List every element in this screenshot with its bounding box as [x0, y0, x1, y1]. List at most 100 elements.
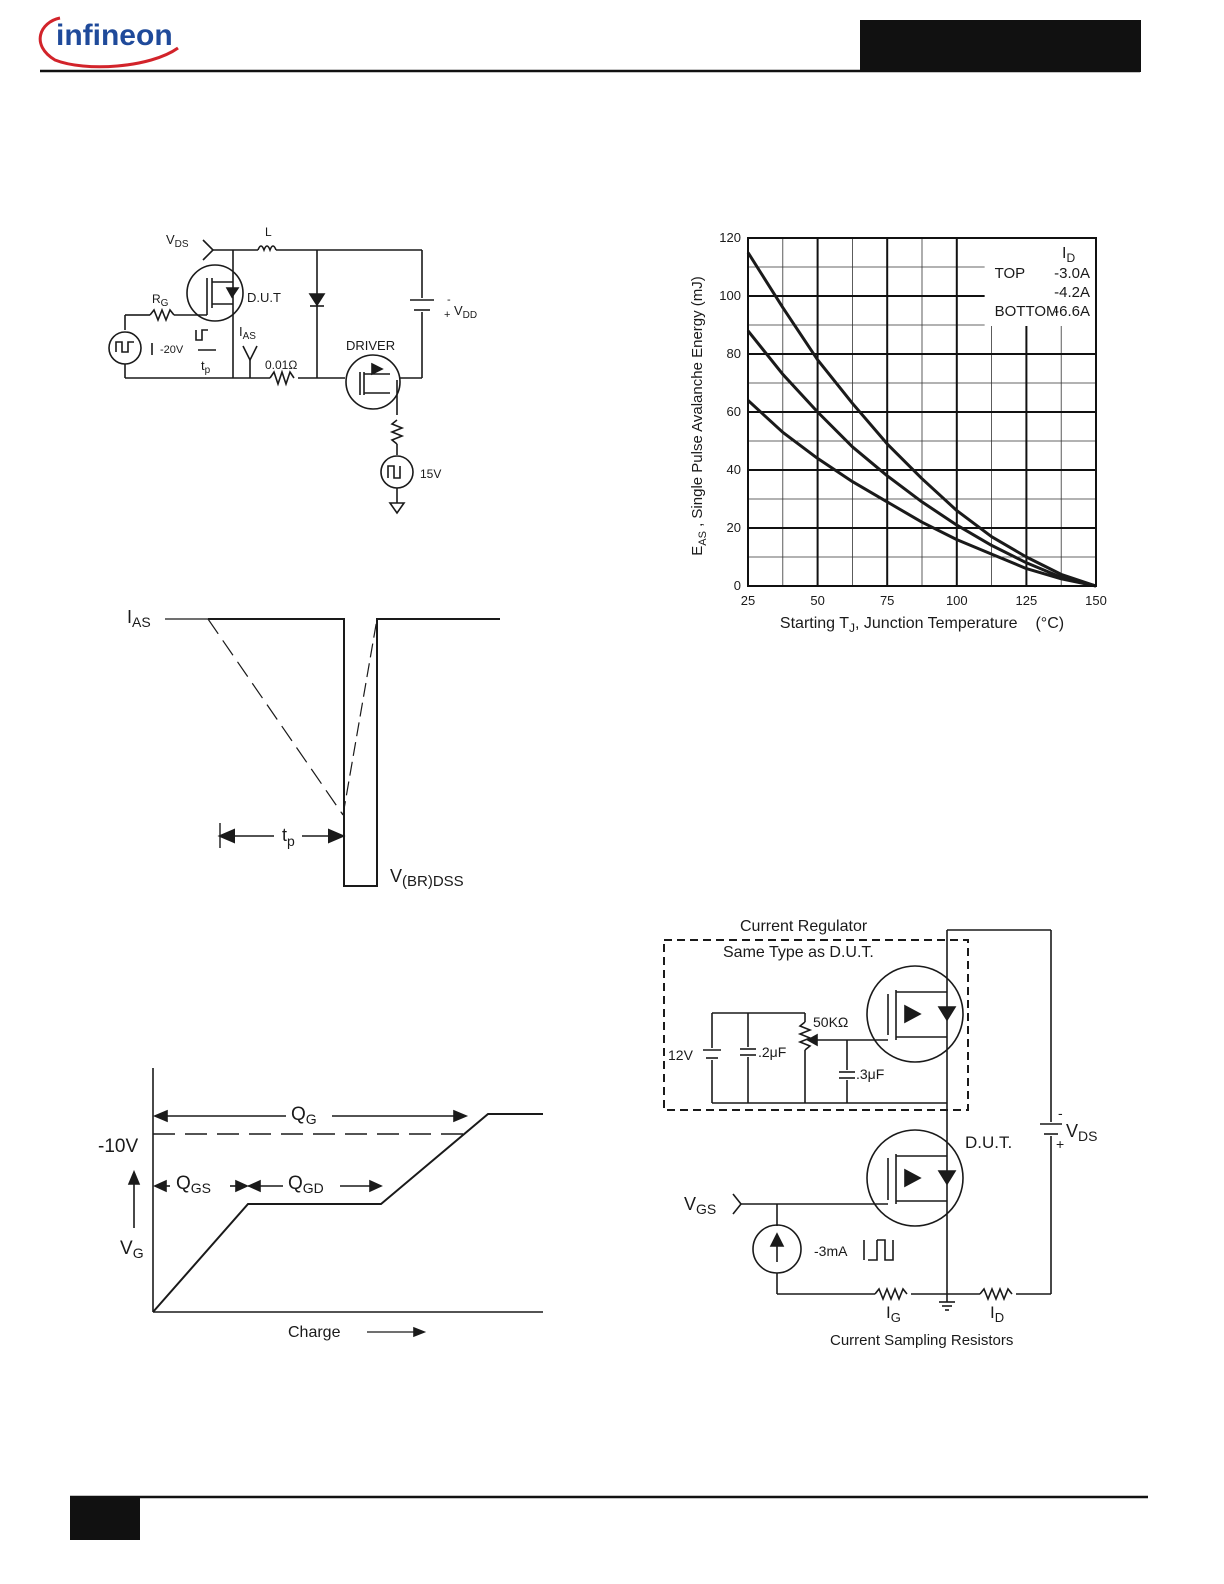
x-tick-label: 150 [1085, 593, 1107, 608]
id-sub: D [995, 1310, 1004, 1325]
gate-voltage-level: -10V [98, 1136, 138, 1157]
uis-test-circuit: VDS L RG D.U.T IAS -20V tp 0.01Ω DRIVER … [108, 225, 477, 515]
chart-series [746, 251, 1097, 588]
vds-sub-2: DS [1078, 1128, 1097, 1144]
gate-current-label: -3mA [814, 1243, 848, 1259]
y-axis-label-rest: , Single Pulse Avalanche Energy (mJ) [689, 276, 706, 531]
ias-label: I [239, 324, 243, 339]
x-axis-label-main: Starting T [780, 615, 849, 632]
y-tick-label: 40 [727, 462, 741, 477]
svg-text:VDS: VDS [1066, 1121, 1097, 1144]
x-axis-label: Starting TJ, Junction Temperature (°C) [780, 615, 1064, 635]
page-footer [70, 1495, 1148, 1540]
vdd-plus: + [444, 309, 450, 321]
y-axis-label-main: E [689, 546, 706, 556]
svg-text:QGD: QGD [288, 1173, 324, 1196]
svg-text:ID: ID [990, 1303, 1004, 1325]
rg-label: R [152, 292, 161, 306]
x-axis-label-sub: J [849, 621, 855, 635]
series-line-3 [746, 399, 1097, 588]
svg-text:VDD: VDD [454, 303, 477, 321]
waveform-ias-sub: AS [132, 614, 151, 630]
x-tick-label: 100 [946, 593, 968, 608]
svg-text:IG: IG [886, 1303, 901, 1325]
waveform-tp-label: t [282, 825, 287, 845]
y-tick-label: 0 [734, 578, 741, 593]
series-line-1 [746, 251, 1097, 588]
x-tick-label: 125 [1016, 593, 1038, 608]
sampling-resistors-label: Current Sampling Resistors [830, 1332, 1013, 1349]
ig-label: I [886, 1303, 891, 1322]
svg-text:IAS: IAS [127, 607, 151, 630]
vds-label: V [166, 232, 175, 247]
legend-background [984, 239, 1095, 326]
id-label: I [990, 1303, 995, 1322]
logo-swoosh [38, 16, 179, 69]
logo-text: infineon [56, 19, 173, 52]
legend-row-value: -3.0A [1054, 265, 1090, 282]
dut-label: D.U.T [247, 290, 281, 305]
header-black-block [860, 20, 1141, 72]
gate-charge-waveform: QG -10V QGS QGD VG Charge [98, 1068, 543, 1341]
legend-header-sub: D [1066, 251, 1075, 265]
x-axis-label-rest: , Junction Temperature [855, 615, 1018, 632]
driver-label: DRIVER [346, 338, 395, 353]
x-tick-label: 50 [810, 593, 824, 608]
svg-text:V(BR)DSS: V(BR)DSS [390, 866, 464, 890]
waveform-tp-sub: p [287, 833, 295, 849]
qgd-sub: GD [303, 1180, 324, 1196]
y-axis-label-sub: AS [697, 531, 709, 546]
y-tick-label: 100 [719, 288, 741, 303]
supply-12v-label: 12V [668, 1047, 694, 1063]
capacitor-2-label: .3μF [856, 1066, 884, 1082]
tp-label: t [201, 358, 205, 373]
waveform-ias-label: I [127, 607, 132, 627]
rg-sub: G [161, 298, 169, 309]
regulator-title-1: Current Regulator [740, 918, 868, 935]
waveform-vbr-sub: (BR)DSS [402, 873, 464, 890]
qgs-sub: GS [191, 1180, 211, 1196]
regulator-title-2: Same Type as D.U.T. [723, 944, 874, 961]
svg-text:VGS: VGS [684, 1194, 716, 1217]
legend-header-main: I [1062, 245, 1066, 262]
vdd-minus: - [447, 294, 451, 306]
y-tick-label: 120 [719, 230, 741, 245]
qgs-label: Q [176, 1173, 191, 1194]
y-tick-label: 20 [727, 520, 741, 535]
vg-label: V [120, 1238, 133, 1259]
charge-axis-label: Charge [288, 1324, 341, 1341]
vdd-label: V [454, 303, 463, 318]
qgd-label: Q [288, 1173, 303, 1194]
footer-black-block [70, 1497, 140, 1540]
y-tick-label: 80 [727, 346, 741, 361]
pulse-amplitude-label: -20V [160, 344, 184, 356]
vg-sub: G [133, 1245, 144, 1261]
potentiometer-label: 50KΩ [813, 1014, 848, 1030]
svg-text:QGS: QGS [176, 1173, 211, 1196]
vgs-label: V [684, 1194, 696, 1214]
legend-row-value: -6.6A [1054, 303, 1090, 320]
gate-charge-test-circuit: Current Regulator Same Type as D.U.T. 50… [663, 918, 1097, 1349]
vgs-sub: GS [696, 1201, 716, 1217]
svg-text:IAS: IAS [239, 324, 256, 342]
ig-sub: G [891, 1310, 901, 1325]
vds-plus: + [1056, 1136, 1064, 1152]
vds-minus: - [1058, 1105, 1063, 1121]
waveform-vbr-label: V [390, 866, 402, 886]
inductor-label: L [265, 225, 272, 239]
x-axis-label-unit: (°C) [1035, 615, 1064, 632]
qg-sub: G [306, 1111, 317, 1127]
dut-label-2: D.U.T. [965, 1133, 1012, 1152]
vds-label-2: V [1066, 1121, 1078, 1141]
page-header: infineon [38, 16, 1141, 73]
svg-text:QG: QG [291, 1104, 317, 1127]
tp-sub: p [205, 365, 211, 376]
series-line-2 [746, 329, 1097, 588]
ias-sub: AS [243, 331, 257, 342]
vdd-sub: DD [463, 310, 477, 321]
y-axis-label: EAS , Single Pulse Avalanche Energy (mJ) [689, 276, 709, 556]
